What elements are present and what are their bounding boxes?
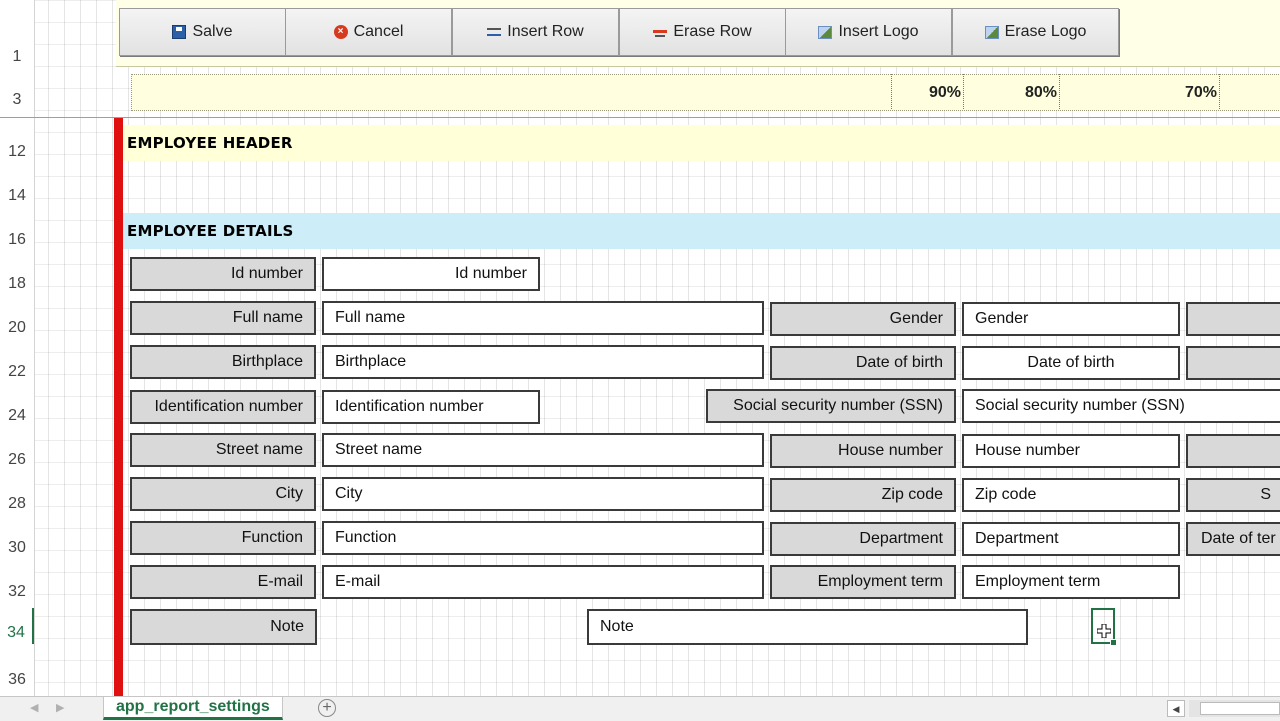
erase-row-icon [653, 25, 668, 39]
row-header[interactable]: 14 [8, 187, 26, 204]
percentage-80: 80% [1025, 84, 1058, 101]
employee-header-title: EMPLOYEE HEADER [127, 134, 293, 152]
employment-term-label: Employment term [770, 565, 956, 599]
red-margin-bar [114, 118, 123, 696]
full-name-field[interactable]: Full name [322, 301, 764, 335]
percentage-90: 90% [929, 84, 962, 101]
employment-term-field[interactable]: Employment term [962, 565, 1180, 599]
row-header[interactable]: 1 [12, 48, 22, 65]
save-button-label: Salve [192, 23, 233, 40]
zip-code-field[interactable]: Zip code [962, 478, 1180, 512]
cancel-circle-icon: × [333, 25, 348, 39]
row-header[interactable]: 12 [8, 143, 26, 160]
function-label: Function [130, 521, 316, 555]
row-header[interactable]: 26 [8, 451, 26, 468]
employee-header-section: EMPLOYEE HEADER [123, 125, 1280, 161]
insert-row-button-label: Insert Row [507, 23, 584, 40]
note-field[interactable]: Note [587, 609, 1028, 645]
birthplace-label: Birthplace [130, 345, 316, 379]
identification-number-label: Identification number [130, 390, 316, 424]
partial-label [1186, 346, 1280, 380]
note-label: Note [130, 609, 317, 645]
cancel-button-label: Cancel [353, 23, 404, 40]
percentage-divider [963, 74, 964, 109]
scroll-left-arrow-icon[interactable]: ◀ [1167, 700, 1185, 717]
gender-label: Gender [770, 302, 956, 336]
row-header[interactable]: 36 [8, 671, 26, 688]
freeze-pane-divider [0, 117, 1280, 118]
street-name-label: Street name [130, 433, 316, 467]
row-headers: 1 3 12 14 16 18 20 22 24 26 28 30 32 34 … [0, 0, 35, 696]
identification-number-field[interactable]: Identification number [322, 390, 540, 424]
partial-label [1186, 434, 1280, 468]
row-header[interactable]: 18 [8, 275, 26, 292]
city-label: City [130, 477, 316, 511]
sheet-tab-label: app_report_settings [116, 698, 270, 715]
sheet-tab-app-report-settings[interactable]: app_report_settings [103, 697, 283, 720]
birthplace-field[interactable]: Birthplace [322, 345, 764, 379]
row-header[interactable]: 22 [8, 363, 26, 380]
percentage-70: 70% [1185, 84, 1218, 101]
add-sheet-button[interactable]: + [318, 699, 336, 717]
partial-label-row28: S [1186, 478, 1280, 512]
percentage-divider [1059, 74, 1060, 109]
row-header[interactable]: 16 [8, 231, 26, 248]
row-header-active[interactable]: 34 [0, 608, 34, 644]
horizontal-scrollbar-thumb[interactable] [1200, 702, 1280, 715]
street-name-field[interactable]: Street name [322, 433, 764, 467]
floppy-disk-icon [172, 25, 187, 39]
erase-logo-button[interactable]: Erase Logo [952, 8, 1119, 56]
spreadsheet-grid[interactable]: Salve × Cancel Insert Row Erase Row Inse… [0, 0, 1280, 696]
department-label: Department [770, 522, 956, 556]
employee-details-section: EMPLOYEE DETAILS [123, 213, 1280, 249]
image-icon [984, 25, 999, 39]
row-header[interactable]: 3 [12, 91, 22, 108]
employee-details-title: EMPLOYEE DETAILS [127, 222, 294, 240]
house-number-label: House number [770, 434, 956, 468]
cell-select-cursor-icon [1097, 624, 1111, 638]
erase-row-button-label: Erase Row [673, 23, 752, 40]
insert-row-button[interactable]: Insert Row [452, 8, 619, 56]
row-header[interactable]: 24 [8, 407, 26, 424]
sheet-tab-bar: ◀ ▶ app_report_settings + ◀ [0, 696, 1280, 721]
image-icon [818, 25, 833, 39]
row-header[interactable]: 20 [8, 319, 26, 336]
gender-field[interactable]: Gender [962, 302, 1180, 336]
full-name-label: Full name [130, 301, 316, 335]
next-sheet-arrow-icon[interactable]: ▶ [56, 702, 65, 714]
cancel-button[interactable]: × Cancel [285, 8, 452, 56]
erase-row-button[interactable]: Erase Row [619, 8, 786, 56]
ssn-label: Social security number (SSN) [706, 389, 956, 423]
selected-cell[interactable] [1091, 608, 1117, 646]
insert-logo-button-label: Insert Logo [838, 23, 919, 40]
percentage-row [131, 74, 1280, 111]
row-header[interactable]: 28 [8, 495, 26, 512]
prev-sheet-arrow-icon[interactable]: ◀ [30, 702, 39, 714]
email-label: E-mail [130, 565, 316, 599]
date-of-birth-field[interactable]: Date of birth [962, 346, 1180, 380]
id-number-label: Id number [130, 257, 316, 291]
row-header[interactable]: 32 [8, 583, 26, 600]
function-field[interactable]: Function [322, 521, 764, 555]
id-number-field[interactable]: Id number [322, 257, 540, 291]
house-number-field[interactable]: House number [962, 434, 1180, 468]
partial-label [1186, 302, 1280, 336]
percentage-divider [891, 74, 892, 109]
partial-label-row30: Date of ter [1186, 522, 1280, 556]
erase-logo-button-label: Erase Logo [1004, 23, 1087, 40]
zip-code-label: Zip code [770, 478, 956, 512]
insert-logo-button[interactable]: Insert Logo [785, 8, 952, 56]
insert-row-icon [487, 25, 502, 39]
email-field[interactable]: E-mail [322, 565, 764, 599]
ssn-field[interactable]: Social security number (SSN) [962, 389, 1280, 423]
date-of-birth-label: Date of birth [770, 346, 956, 380]
row-header[interactable]: 30 [8, 539, 26, 556]
save-button[interactable]: Salve [119, 8, 286, 56]
department-field[interactable]: Department [962, 522, 1180, 556]
city-field[interactable]: City [322, 477, 764, 511]
percentage-divider [1219, 74, 1220, 109]
